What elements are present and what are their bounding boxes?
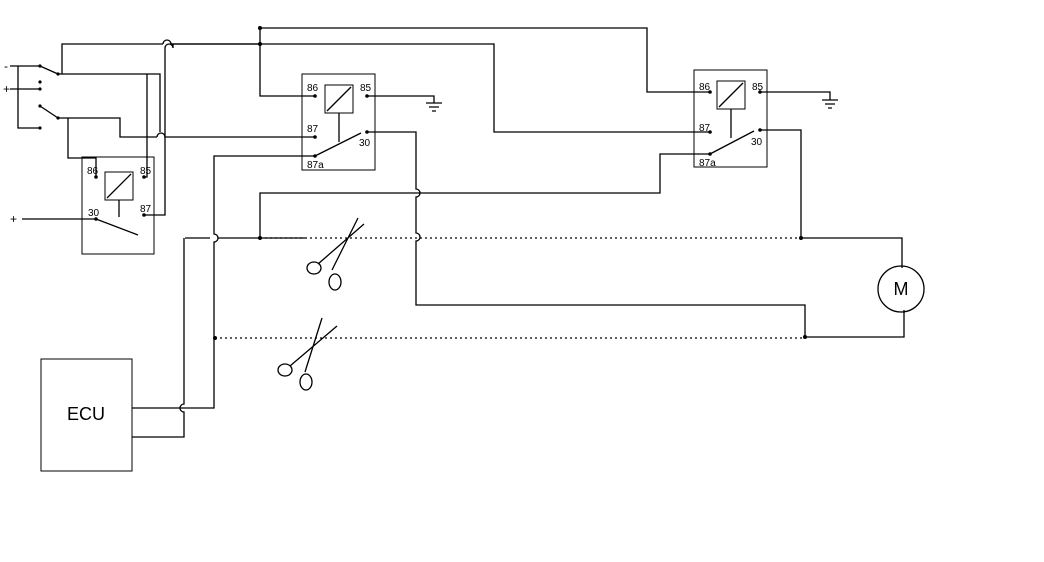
relay-right-pin-85: 85 — [752, 82, 764, 93]
relay-right: 86 85 87 30 87a — [693, 69, 768, 169]
relay-left-pin-30: 30 — [88, 208, 100, 219]
relay-left: 86 85 87 30 — [81, 156, 155, 255]
relay-left-pin-86: 86 — [87, 166, 99, 177]
relay-middle-pin-87: 87 — [307, 124, 319, 135]
scissors-icon — [306, 217, 365, 291]
relay-middle: 86 85 87 30 87a — [301, 73, 376, 171]
supply-plus-label: + — [10, 212, 17, 226]
relay-right-pin-87: 87 — [699, 123, 711, 134]
relay-right-pin-87a: 87a — [699, 158, 716, 169]
motor: M — [877, 265, 925, 313]
relay-right-pin-86: 86 — [699, 82, 711, 93]
switch-minus-label: - — [4, 59, 8, 73]
ecu-box: ECU — [40, 358, 133, 472]
ecu-label: ECU — [67, 404, 105, 424]
ground-icon — [822, 99, 838, 109]
relay-middle-pin-87a: 87a — [307, 160, 324, 171]
relay-left-pin-87: 87 — [140, 204, 152, 215]
relay-middle-pin-86: 86 — [307, 83, 319, 94]
switch-plus-label: + — [3, 82, 10, 96]
motor-label: M — [894, 279, 909, 299]
ground-icon — [426, 102, 442, 112]
selector-switch: - + — [3, 43, 163, 138]
relay-right-pin-30: 30 — [751, 137, 763, 148]
relay-middle-pin-85: 85 — [360, 83, 372, 94]
relay-left-pin-85: 85 — [140, 166, 152, 177]
relay-middle-pin-30: 30 — [359, 138, 371, 149]
scissors-icon — [277, 317, 338, 391]
